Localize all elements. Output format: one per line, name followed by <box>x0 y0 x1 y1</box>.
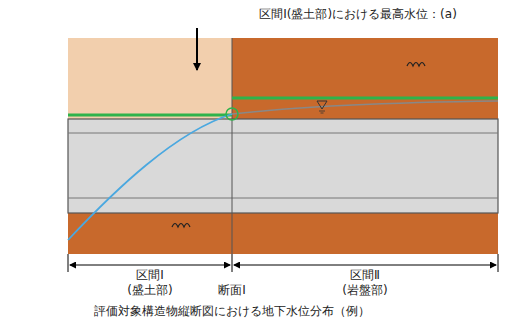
rock-symbol <box>407 63 425 67</box>
rock-symbol <box>172 224 190 228</box>
dimension-line <box>70 265 230 266</box>
max-water-level <box>232 97 498 100</box>
dimension-line <box>234 265 496 266</box>
embankment-soil <box>68 38 232 120</box>
water-level-note: 区間Ⅰ(盛土部)における最高水位：(a) <box>213 7 503 22</box>
zone-label: 区間Ⅱ (岩盤部) <box>330 268 400 298</box>
section-marker <box>226 108 238 120</box>
caption: 評価対象構造物縦断図における地下水位分布（例） <box>67 304 397 319</box>
max-water-level <box>68 114 232 117</box>
section-label: 断面Ⅰ <box>202 283 262 298</box>
bedrock <box>68 212 498 254</box>
structure <box>68 119 498 213</box>
pointer-arrow <box>196 28 198 70</box>
zone-label: 区間Ⅰ (盛土部) <box>115 268 185 298</box>
water-symbol <box>317 101 327 109</box>
groundwater-curve <box>68 114 232 240</box>
bedrock <box>232 38 498 120</box>
groundwater-curve <box>232 101 498 114</box>
